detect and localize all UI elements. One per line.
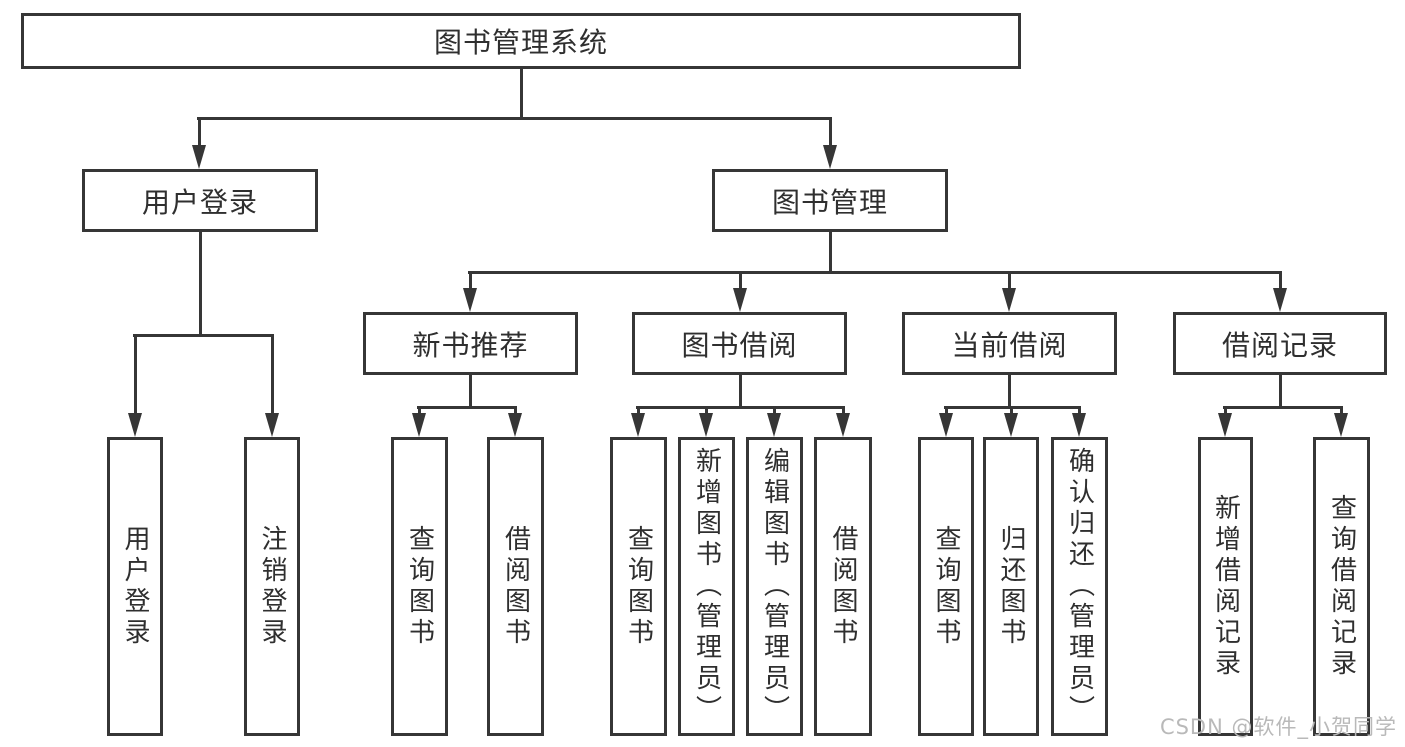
arrow-shaft [738,272,742,290]
arrow-shaft [944,407,948,415]
arrow-shaft [1278,272,1282,290]
node-book-management: 图书管理 [712,169,948,232]
arrow-shaft [1077,407,1081,415]
leaf-query-book-borrow: 查询图书 [610,437,667,736]
leaf-query-book-borrow-label: 查询图书 [623,524,654,649]
node-new-book-recommend-label: 新书推荐 [412,328,529,362]
arrow-shaft [1223,407,1227,415]
arrow-shaft [1009,407,1013,415]
arrow-shaft [513,407,517,415]
connector-line-horizontal [133,334,274,337]
leaf-return-book-label: 归还图书 [996,524,1026,649]
node-current-borrow: 当前借阅 [902,312,1117,375]
arrow-down-icon [128,413,142,437]
node-system-root: 图书管理系统 [21,13,1021,69]
arrow-down-icon [699,413,713,437]
connector-line-horizontal [197,117,832,120]
arrow-shaft [772,407,776,415]
connector-line-vertical [738,375,742,408]
arrow-shaft [133,335,137,415]
arrow-down-icon [733,288,747,312]
arrow-down-icon [508,413,522,437]
arrow-down-icon [1218,413,1232,437]
connector-line-vertical [519,69,523,120]
node-user-login-label: 用户登录 [141,185,258,219]
connector-line-horizontal [944,406,1081,409]
leaf-edit-book-admin: 编辑图书（管理员） [746,437,803,736]
leaf-add-book-admin-label: 新增图书（管理员） [691,447,722,726]
arrow-shaft [270,335,274,415]
arrow-shaft [1007,272,1011,290]
leaf-borrow-book-borrow-label: 借阅图书 [828,524,858,649]
node-user-login: 用户登录 [82,169,318,232]
leaf-borrow-book-recommend: 借阅图书 [487,437,544,736]
node-book-management-label: 图书管理 [771,185,888,219]
csdn-watermark: CSDN @软件_小贺同学 [1159,715,1397,739]
node-borrow-record: 借阅记录 [1173,312,1387,375]
arrow-shaft [704,407,708,415]
connector-line-horizontal [468,271,1282,274]
arrow-down-icon [1072,413,1086,437]
node-new-book-recommend: 新书推荐 [363,312,578,375]
connector-line-horizontal [1223,406,1343,409]
leaf-return-book: 归还图书 [983,437,1039,736]
connector-line-vertical [1278,375,1282,408]
arrow-down-icon [767,413,781,437]
leaf-query-borrow-record: 查询借阅记录 [1313,437,1370,736]
arrow-down-icon [1273,288,1287,312]
connector-line-vertical [468,375,472,408]
leaf-borrow-book-recommend-label: 借阅图书 [500,524,531,649]
arrow-down-icon [836,413,850,437]
node-current-borrow-label: 当前借阅 [951,328,1068,362]
leaf-user-login-label: 用户登录 [120,524,150,649]
connector-line-horizontal [636,406,845,409]
leaf-query-book-current-label: 查询图书 [931,524,961,649]
leaf-query-book-recommend-label: 查询图书 [404,524,435,649]
connector-line-vertical [1007,375,1011,408]
leaf-logout-label: 注销登录 [257,524,287,649]
arrow-down-icon [192,145,206,169]
arrow-shaft [468,272,472,290]
leaf-add-borrow-record-label: 新增借阅记录 [1210,493,1241,680]
arrow-shaft [636,407,640,415]
connector-line-horizontal [417,406,517,409]
leaf-confirm-return-admin: 确认归还（管理员） [1051,437,1108,736]
node-book-borrow-label: 图书借阅 [681,328,798,362]
arrow-shaft [417,407,421,415]
leaf-user-login: 用户登录 [107,437,163,736]
leaf-borrow-book-borrow: 借阅图书 [814,437,872,736]
arrow-down-icon [939,413,953,437]
arrow-shaft [828,117,832,147]
arrow-down-icon [1334,413,1348,437]
leaf-query-book-current: 查询图书 [918,437,974,736]
leaf-add-borrow-record: 新增借阅记录 [1198,437,1253,736]
connector-line-vertical [828,232,832,273]
arrow-down-icon [463,288,477,312]
arrow-down-icon [631,413,645,437]
leaf-logout: 注销登录 [244,437,300,736]
arrow-shaft [197,117,201,147]
arrow-down-icon [1004,413,1018,437]
leaf-add-book-admin: 新增图书（管理员） [678,437,735,736]
arrow-down-icon [265,413,279,437]
arrow-down-icon [412,413,426,437]
arrow-down-icon [1002,288,1016,312]
leaf-edit-book-admin-label: 编辑图书（管理员） [759,447,790,726]
leaf-query-book-recommend: 查询图书 [391,437,448,736]
node-book-borrow: 图书借阅 [632,312,847,375]
leaf-query-borrow-record-label: 查询借阅记录 [1326,493,1357,680]
node-system-root-label: 图书管理系统 [433,26,608,59]
arrow-shaft [841,407,845,415]
leaf-confirm-return-admin-label: 确认归还（管理员） [1064,447,1095,726]
node-borrow-record-label: 借阅记录 [1221,328,1338,362]
arrow-shaft [1339,407,1343,415]
connector-line-vertical [198,232,202,336]
arrow-down-icon [823,145,837,169]
